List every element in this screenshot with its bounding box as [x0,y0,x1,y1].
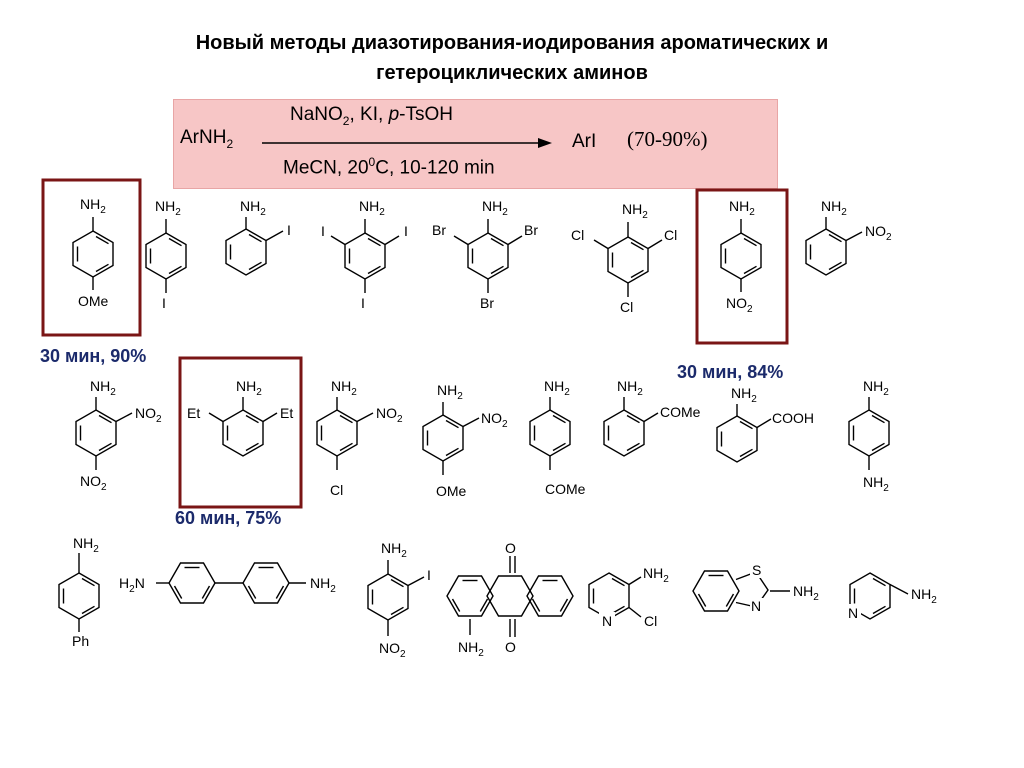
svg-text:NO2: NO2 [481,410,508,430]
molecule-1-aminoanthraquinone: O O NH2 [446,540,574,659]
svg-text:S: S [752,562,761,578]
svg-text:Br: Br [432,222,446,238]
svg-text:Cl: Cl [620,299,633,315]
svg-text:Ph: Ph [72,633,89,649]
product-label: ArI [572,131,597,152]
molecule-2-aminoacetophenone: NH2 COMe [603,378,701,457]
molecule-2-aminobenzothiazole: S N NH2 [692,562,819,614]
title-line-1: Новый методы диазотирования-иодирования … [195,32,829,54]
svg-text:NO2: NO2 [80,473,107,493]
svg-text:NH2: NH2 [80,196,106,216]
caption-nitroaniline: 30 мин, 84% [677,362,784,382]
svg-text:NH2: NH2 [310,575,336,595]
svg-text:NH2: NH2 [911,586,937,606]
svg-text:NH2: NH2 [155,198,181,218]
molecule-4-iodoaniline: NH2 I [145,198,187,311]
svg-text:NH2: NH2 [617,378,643,398]
svg-text:NH2: NH2 [729,198,755,218]
svg-text:NH2: NH2 [544,378,570,398]
molecule-2-4-dinitroaniline: NH2 NO2 NO2 [75,378,162,493]
molecule-4-aminoacetophenone: NH2 COMe [529,378,586,497]
svg-text:NH2: NH2 [240,198,266,218]
molecule-anthranilic-acid: NH2 COOH [716,385,814,463]
molecule-p-phenylenediamine: NH2 NH2 [848,378,890,494]
svg-text:NH2: NH2 [643,565,669,585]
svg-text:NO2: NO2 [135,405,162,425]
svg-text:NH2: NH2 [73,535,99,555]
molecule-2-nitroaniline: NH2 NO2 [805,198,892,276]
molecule-2-iodoaniline: NH2 I [225,198,291,276]
svg-text:NH2: NH2 [863,378,889,398]
caption-anisidine: 30 мин, 90% [40,346,147,366]
svg-text:COMe: COMe [545,481,586,497]
svg-text:OMe: OMe [78,293,109,309]
svg-text:NH2: NH2 [793,583,819,603]
svg-text:NH2: NH2 [731,385,757,405]
molecule-p-anisidine: NH2 OMe [72,196,114,309]
svg-text:I: I [404,223,408,239]
svg-text:COOH: COOH [772,410,814,426]
svg-text:N: N [602,613,612,629]
highlight-box-3 [178,356,303,509]
svg-text:NO2: NO2 [726,295,753,315]
svg-text:NH2: NH2 [458,639,484,659]
svg-text:Br: Br [524,222,538,238]
yield-label: (70-90%) [627,127,708,151]
molecule-2-iodo-4-nitroaniline: NH2 I NO2 [367,540,431,660]
molecule-benzidine: H2N NH2 [119,562,336,604]
svg-text:N: N [751,598,761,614]
svg-text:I: I [361,295,365,311]
svg-text:I: I [162,295,166,311]
molecule-4-nitroaniline: NH2 NO2 [720,198,762,315]
svg-text:I: I [427,567,431,583]
molecule-3-aminopyridine: N NH2 [845,572,937,621]
svg-text:OMe: OMe [436,483,467,499]
svg-text:NH2: NH2 [90,378,116,398]
svg-text:Et: Et [280,405,293,421]
molecule-2-6-diethylaniline: NH2 Et Et [187,378,293,457]
svg-text:Et: Et [187,405,200,421]
svg-text:O: O [505,540,516,556]
title-line-2: гетероциклических аминов [376,62,648,84]
reaction-scheme-box [173,99,778,189]
reagents-label: NaNO2, KI, p-TsOH [290,104,453,128]
svg-text:NO2: NO2 [379,640,406,660]
svg-text:NH2: NH2 [863,474,889,494]
svg-text:NH2: NH2 [622,201,648,221]
svg-text:NH2: NH2 [331,378,357,398]
molecule-4-methoxy-2-nitroaniline: NH2 NO2 OMe [422,382,508,499]
svg-text:NH2: NH2 [482,198,508,218]
svg-text:Cl: Cl [664,227,677,243]
molecule-3-amino-2-chloropyridine: N NH2 Cl [588,565,669,629]
molecule-4-aminobiphenyl: NH2 Ph [58,535,100,649]
reactant-label: ArNH2 [180,127,234,151]
svg-text:NH2: NH2 [236,378,262,398]
svg-text:NH2: NH2 [381,540,407,560]
conditions-label: MeCN, 200C, 10-120 min [283,155,495,179]
svg-text:NH2: NH2 [437,382,463,402]
highlight-box-2 [695,188,789,345]
svg-text:Cl: Cl [571,227,584,243]
svg-text:COMe: COMe [660,404,701,420]
svg-text:Br: Br [480,295,494,311]
svg-text:NH2: NH2 [359,198,385,218]
svg-text:H2N: H2N [119,575,145,595]
svg-text:Cl: Cl [330,482,343,498]
molecule-4-chloro-2-nitroaniline: NH2 NO2 Cl [316,378,403,498]
svg-text:NO2: NO2 [376,405,403,425]
svg-text:Cl: Cl [644,613,657,629]
svg-text:NO2: NO2 [865,223,892,243]
svg-text:NH2: NH2 [821,198,847,218]
molecule-2-4-6-trichloroaniline: NH2 Cl Cl Cl [571,201,677,315]
reaction-arrow [262,138,552,148]
caption-diethylaniline: 60 мин, 75% [175,508,282,528]
highlight-box-1 [41,178,142,337]
svg-text:N: N [848,605,858,621]
svg-text:I: I [321,223,325,239]
molecule-2-4-6-tribromoaniline: NH2 Br Br Br [432,198,538,311]
molecule-2-4-6-triiodoaniline: NH2 I I I [321,198,408,311]
svg-text:O: O [505,639,516,655]
svg-text:I: I [287,222,291,238]
